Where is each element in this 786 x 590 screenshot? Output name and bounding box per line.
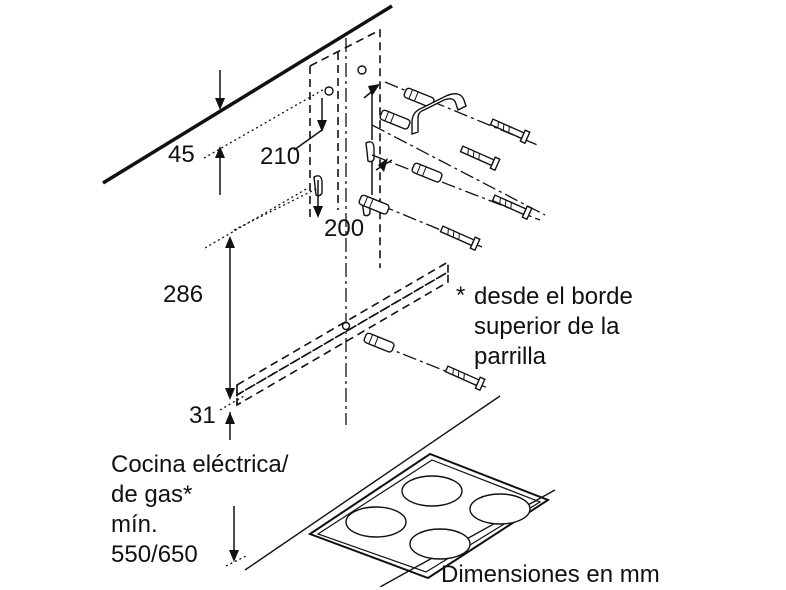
cooktop-note: Cocina eléctrica/ de gas* mín. 550/650	[111, 451, 289, 568]
dim-286-lines	[204, 187, 309, 400]
dim-31-lines	[219, 395, 245, 440]
dim-31-label: 31	[189, 402, 216, 429]
asterisk-marker: *	[456, 282, 466, 309]
ceiling-line	[102, 4, 393, 185]
edge-note: desde el borde superior de la parrilla	[474, 283, 633, 370]
upper-chimney-outline	[309, 28, 381, 268]
mounting-holes	[324, 65, 367, 331]
dim-cooktop-lines	[225, 506, 247, 567]
screws	[439, 118, 533, 392]
dim-286-label: 286	[163, 281, 204, 308]
dim-45-lines	[203, 70, 327, 195]
hook-bracket	[411, 93, 467, 135]
dim-200-lines	[233, 158, 393, 231]
dim-210-lines	[293, 84, 380, 151]
worktop-edges	[244, 395, 556, 587]
hood-body-outline	[236, 260, 449, 407]
dim-45-label: 45	[168, 141, 195, 168]
wall-plugs	[358, 87, 443, 353]
dim-210-label: 210	[260, 143, 301, 170]
cooktop	[307, 452, 551, 580]
dim-200-label: 200	[324, 215, 365, 242]
units-caption: Dimensiones en mm	[441, 561, 660, 588]
